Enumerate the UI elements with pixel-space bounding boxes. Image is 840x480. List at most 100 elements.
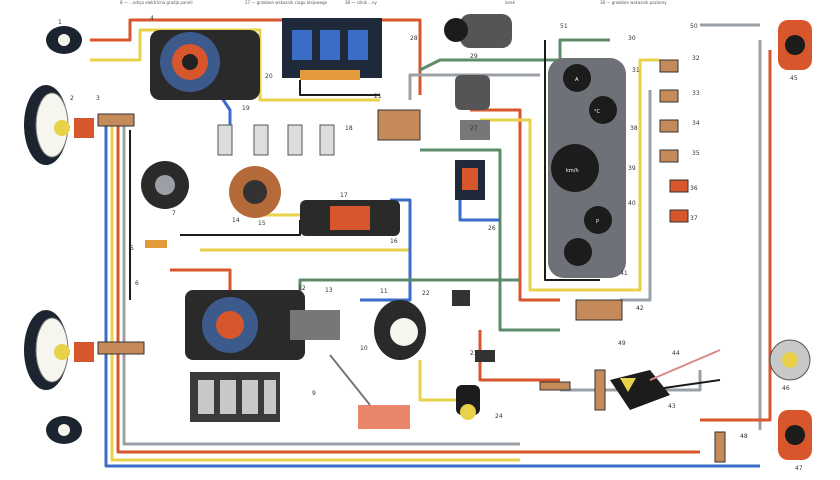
turn-signal-switch bbox=[610, 349, 721, 410]
legend-text-3: 38 — silnik ...ny bbox=[345, 0, 378, 5]
connector-left-top bbox=[97, 113, 135, 127]
headlamp-bottom bbox=[24, 310, 94, 390]
speedometer-label: km/h bbox=[566, 168, 579, 174]
callout-17: 17 bbox=[340, 192, 348, 199]
callout-12: 12 bbox=[298, 285, 306, 292]
callout-27: 27 bbox=[470, 125, 478, 132]
callout-41: 41 bbox=[620, 270, 628, 277]
header-legend: 8 — ...odnja elektricna gradja paneli 27… bbox=[120, 0, 667, 5]
callout-2: 2 bbox=[70, 95, 74, 102]
callout-16: 16 bbox=[390, 238, 398, 245]
wire-right-red bbox=[470, 108, 560, 302]
voltage-regulator bbox=[282, 18, 382, 80]
instrument-cluster: km/h °C P A bbox=[548, 58, 626, 278]
wire-left-trunk-red bbox=[116, 120, 700, 454]
tail-lamp-bottom-right bbox=[778, 410, 812, 460]
fuel-gauge-label: P bbox=[596, 219, 599, 225]
callout-5: 5 bbox=[130, 245, 134, 252]
callout-42: 42 bbox=[636, 305, 644, 312]
callout-23: 23 bbox=[470, 350, 478, 357]
fuse-block bbox=[377, 109, 623, 321]
legend-text-1: 8 — ...odnja elektricna gradja paneli bbox=[120, 0, 193, 5]
callout-50: 50 bbox=[690, 23, 698, 30]
wiper-motor bbox=[455, 75, 490, 140]
callout-13: 13 bbox=[325, 287, 333, 294]
ignition-switch bbox=[456, 385, 480, 420]
callout-26: 26 bbox=[488, 225, 496, 232]
headlamp-top bbox=[24, 85, 94, 165]
wire-left-trunk-gray bbox=[122, 120, 520, 446]
wire-lower-gray bbox=[560, 370, 702, 392]
callout-34: 34 bbox=[692, 120, 700, 127]
connector-center-bottom bbox=[539, 369, 726, 463]
callout-8: 8 bbox=[236, 375, 240, 382]
side-lamp-bottom-left bbox=[46, 416, 82, 444]
wire-right-green bbox=[420, 148, 560, 332]
wire-top-red bbox=[90, 18, 422, 95]
callout-24: 24 bbox=[495, 413, 503, 420]
relay bbox=[455, 160, 485, 200]
callout-48: 48 bbox=[740, 433, 748, 440]
callout-9: 9 bbox=[312, 390, 316, 397]
legend-text-5: 38 — grzebien wskaznik poziomy bbox=[600, 0, 667, 5]
wire-top-black bbox=[299, 80, 380, 96]
battery bbox=[190, 372, 280, 422]
callout-14: 14 bbox=[232, 217, 240, 224]
callout-4: 4 bbox=[150, 15, 154, 22]
callout-46: 46 bbox=[782, 385, 790, 392]
wire-left-trunk-blue bbox=[104, 120, 760, 468]
fuel-sender bbox=[329, 354, 410, 429]
callout-3: 3 bbox=[96, 95, 100, 102]
callout-44: 44 bbox=[672, 350, 680, 357]
callout-35: 35 bbox=[692, 150, 700, 157]
callout-37: 37 bbox=[690, 215, 698, 222]
ignition-coil bbox=[300, 200, 400, 236]
callout-30: 30 bbox=[628, 35, 636, 42]
callout-11: 11 bbox=[380, 288, 388, 295]
callout-1: 1 bbox=[58, 19, 62, 26]
callout-32: 32 bbox=[692, 55, 700, 62]
callout-15: 15 bbox=[258, 220, 266, 227]
wire-left-trunk-yellow bbox=[110, 120, 520, 462]
callout-49: 49 bbox=[618, 340, 626, 347]
legend-text-2: 27 — grzebien wskaznik ciagu olejowego bbox=[245, 0, 328, 5]
callout-20: 20 bbox=[265, 73, 273, 80]
ammeter-label: A bbox=[575, 77, 579, 83]
callout-25: 25 bbox=[458, 160, 466, 167]
wire-lower-red bbox=[478, 330, 560, 382]
callouts: 1 2 3 4 5 6 7 8 9 10 11 12 13 14 15 16 1… bbox=[58, 15, 803, 472]
callout-10: 10 bbox=[360, 345, 368, 352]
callout-51: 51 bbox=[560, 23, 568, 30]
callout-36: 36 bbox=[690, 185, 698, 192]
generator bbox=[150, 30, 260, 100]
wire-far-right-red bbox=[700, 50, 772, 422]
callout-31: 31 bbox=[632, 67, 640, 74]
wire-right-yellow bbox=[480, 58, 660, 292]
callout-33: 33 bbox=[692, 90, 700, 97]
distributor bbox=[141, 161, 281, 218]
callout-28: 28 bbox=[410, 35, 418, 42]
callout-47: 47 bbox=[795, 465, 803, 472]
temp-sender bbox=[145, 240, 167, 248]
starter-motor bbox=[185, 290, 340, 360]
callout-38: 38 bbox=[630, 125, 638, 132]
wire-right-black bbox=[544, 40, 600, 281]
callout-21: 21 bbox=[374, 93, 382, 100]
callout-39: 39 bbox=[628, 165, 636, 172]
callout-40: 40 bbox=[628, 200, 636, 207]
side-lamp-top-left bbox=[46, 26, 82, 54]
callout-45: 45 bbox=[790, 75, 798, 82]
wire-mid-black bbox=[180, 220, 301, 236]
spark-plugs bbox=[217, 124, 335, 156]
temp-gauge-label: °C bbox=[594, 109, 601, 115]
cabin-lamp bbox=[374, 300, 426, 360]
wire-top-gray bbox=[408, 73, 540, 100]
callout-6: 6 bbox=[135, 280, 139, 287]
horn bbox=[444, 14, 512, 48]
callout-18: 18 bbox=[345, 125, 353, 132]
oil-pressure-sender bbox=[452, 290, 470, 306]
callout-43: 43 bbox=[668, 403, 676, 410]
stop-lamp-switch bbox=[475, 350, 495, 362]
legend-text-4: lorek bbox=[505, 0, 516, 5]
